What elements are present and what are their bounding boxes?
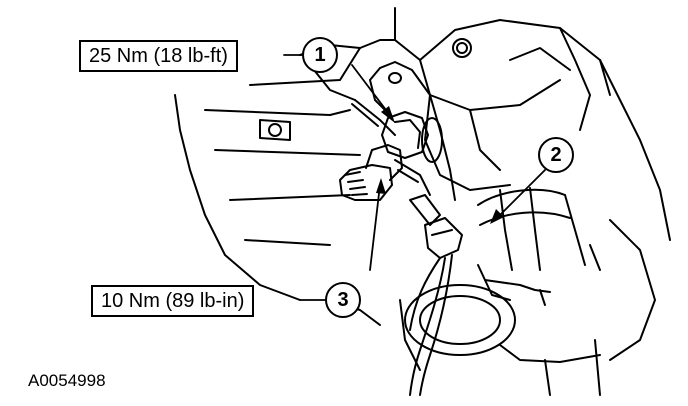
torque-callout-3: 10 Nm (89 lb-in) (91, 285, 255, 317)
coolant-tube-clamp (477, 187, 656, 361)
torque-callout-1: 25 Nm (18 lb-ft) (79, 40, 238, 72)
figure-id: A0054998 (28, 371, 106, 390)
bracket-bolt (381, 111, 443, 163)
lower-housing (329, 284, 601, 396)
sensor-bracket (351, 61, 456, 201)
engine-housing-left (174, 47, 361, 301)
leader-lines (283, 54, 546, 301)
engine-block (299, 7, 671, 241)
sensor-connector (409, 194, 463, 259)
knock-sensor (339, 144, 431, 201)
sensor-wire (409, 254, 453, 396)
leader-arrowheads (376, 106, 504, 224)
callout-number-1: 1 (302, 37, 338, 73)
callout-number-2: 2 (538, 137, 574, 173)
callout-number-3: 3 (325, 282, 361, 318)
